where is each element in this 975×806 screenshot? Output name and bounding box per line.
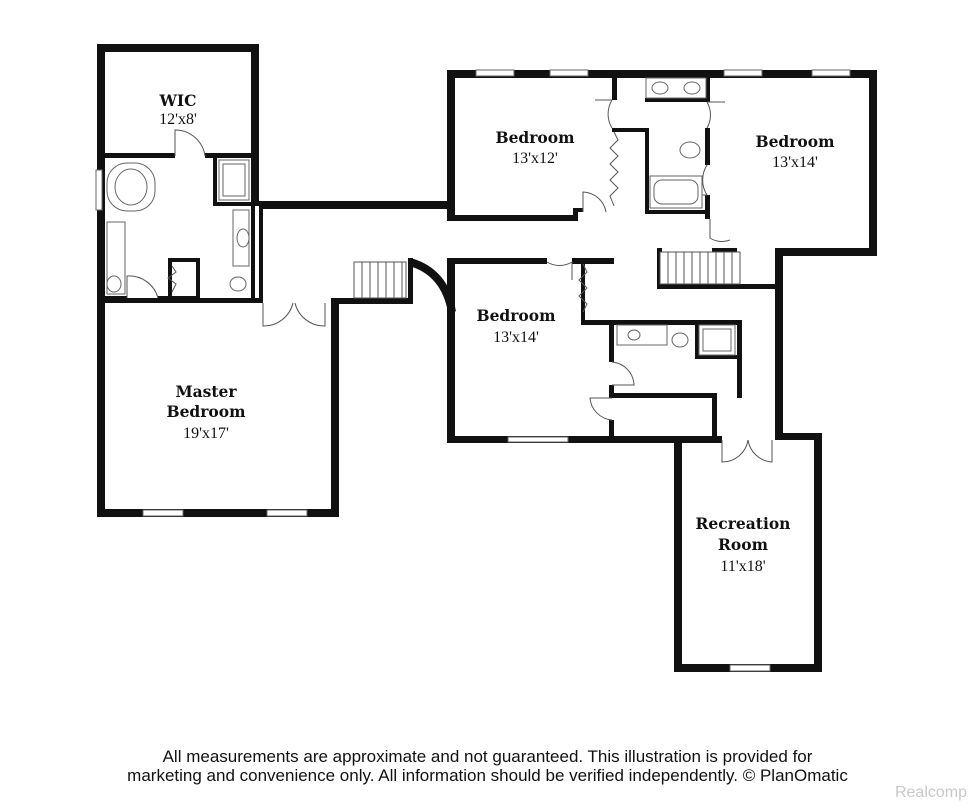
disclaimer-line-1: All measurements are approximate and not… bbox=[162, 747, 813, 766]
bedroom-dims: 13'x14' bbox=[772, 154, 818, 171]
window bbox=[507, 436, 569, 443]
bedroom-name: Bedroom bbox=[755, 132, 835, 151]
room-labels: WIC 12'x8' Bedroom 13'x12' Bedroom 13'x1… bbox=[159, 91, 836, 575]
sink bbox=[683, 81, 701, 95]
bedroom-dims: 13'x14' bbox=[493, 329, 539, 346]
sink bbox=[236, 228, 250, 248]
door-swing bbox=[706, 101, 725, 129]
recreation-name-line1: Recreation bbox=[696, 514, 791, 533]
fixtures bbox=[106, 77, 736, 356]
door-swing bbox=[582, 191, 607, 213]
vanity bbox=[616, 324, 668, 346]
curved-wall bbox=[408, 258, 456, 313]
door-swing bbox=[589, 397, 613, 421]
windows bbox=[95, 69, 851, 672]
sink bbox=[106, 275, 122, 293]
window bbox=[266, 509, 308, 517]
door-swing bbox=[709, 219, 731, 242]
watermark: Realcomp bbox=[894, 784, 967, 801]
toilet bbox=[229, 276, 247, 292]
wic-name: WIC bbox=[159, 91, 197, 110]
bifold-door bbox=[167, 265, 177, 293]
sink bbox=[651, 81, 669, 95]
door-swing bbox=[262, 302, 294, 327]
door-swing bbox=[174, 129, 206, 157]
bifold-door bbox=[578, 263, 588, 313]
door-swing bbox=[294, 302, 326, 327]
toilet bbox=[679, 141, 701, 159]
window bbox=[142, 509, 184, 517]
recreation-name-line2: Room bbox=[718, 535, 769, 554]
master-name-line2: Bedroom bbox=[166, 402, 246, 421]
window bbox=[549, 69, 589, 77]
wic-dims: 12'x8' bbox=[159, 111, 197, 128]
door-swing bbox=[721, 439, 749, 463]
door-swing bbox=[595, 99, 613, 129]
bedroom-name: Bedroom bbox=[495, 128, 575, 147]
closet-doors bbox=[167, 131, 619, 313]
door-swing bbox=[747, 439, 773, 463]
bedroom-name: Bedroom bbox=[476, 306, 556, 325]
recreation-dims: 11'x18' bbox=[720, 558, 765, 575]
door-swing bbox=[690, 164, 708, 196]
master-name-line1: Master bbox=[175, 382, 237, 401]
doors bbox=[126, 99, 773, 463]
master-dims: 19'x17' bbox=[183, 425, 229, 442]
sink bbox=[627, 329, 641, 341]
door-swing bbox=[611, 361, 635, 386]
window bbox=[729, 664, 771, 672]
door-swing bbox=[126, 275, 159, 299]
bedroom-dims: 13'x12' bbox=[512, 150, 558, 167]
stair-run bbox=[353, 261, 407, 299]
floor-plan: WIC 12'x8' Bedroom 13'x12' Bedroom 13'x1… bbox=[95, 44, 877, 672]
window bbox=[811, 69, 851, 77]
disclaimer-line-2: marketing and convenience only. All info… bbox=[127, 766, 848, 785]
window bbox=[723, 69, 763, 77]
door-swing bbox=[546, 261, 573, 280]
window bbox=[475, 69, 515, 77]
stairs bbox=[353, 251, 741, 299]
window bbox=[95, 169, 103, 211]
bifold-door bbox=[609, 131, 619, 207]
disclaimer: All measurements are approximate and not… bbox=[0, 747, 975, 785]
toilet bbox=[671, 332, 689, 348]
